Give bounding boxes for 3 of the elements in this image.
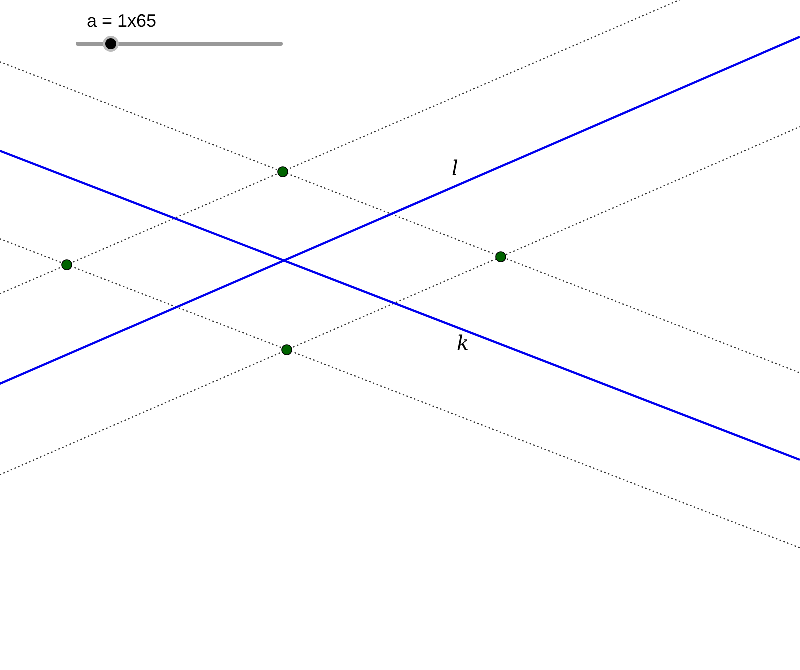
slider-value-label: a = 1x65 [87, 12, 157, 30]
line-label: k [457, 333, 470, 353]
line-label: l [452, 158, 458, 178]
